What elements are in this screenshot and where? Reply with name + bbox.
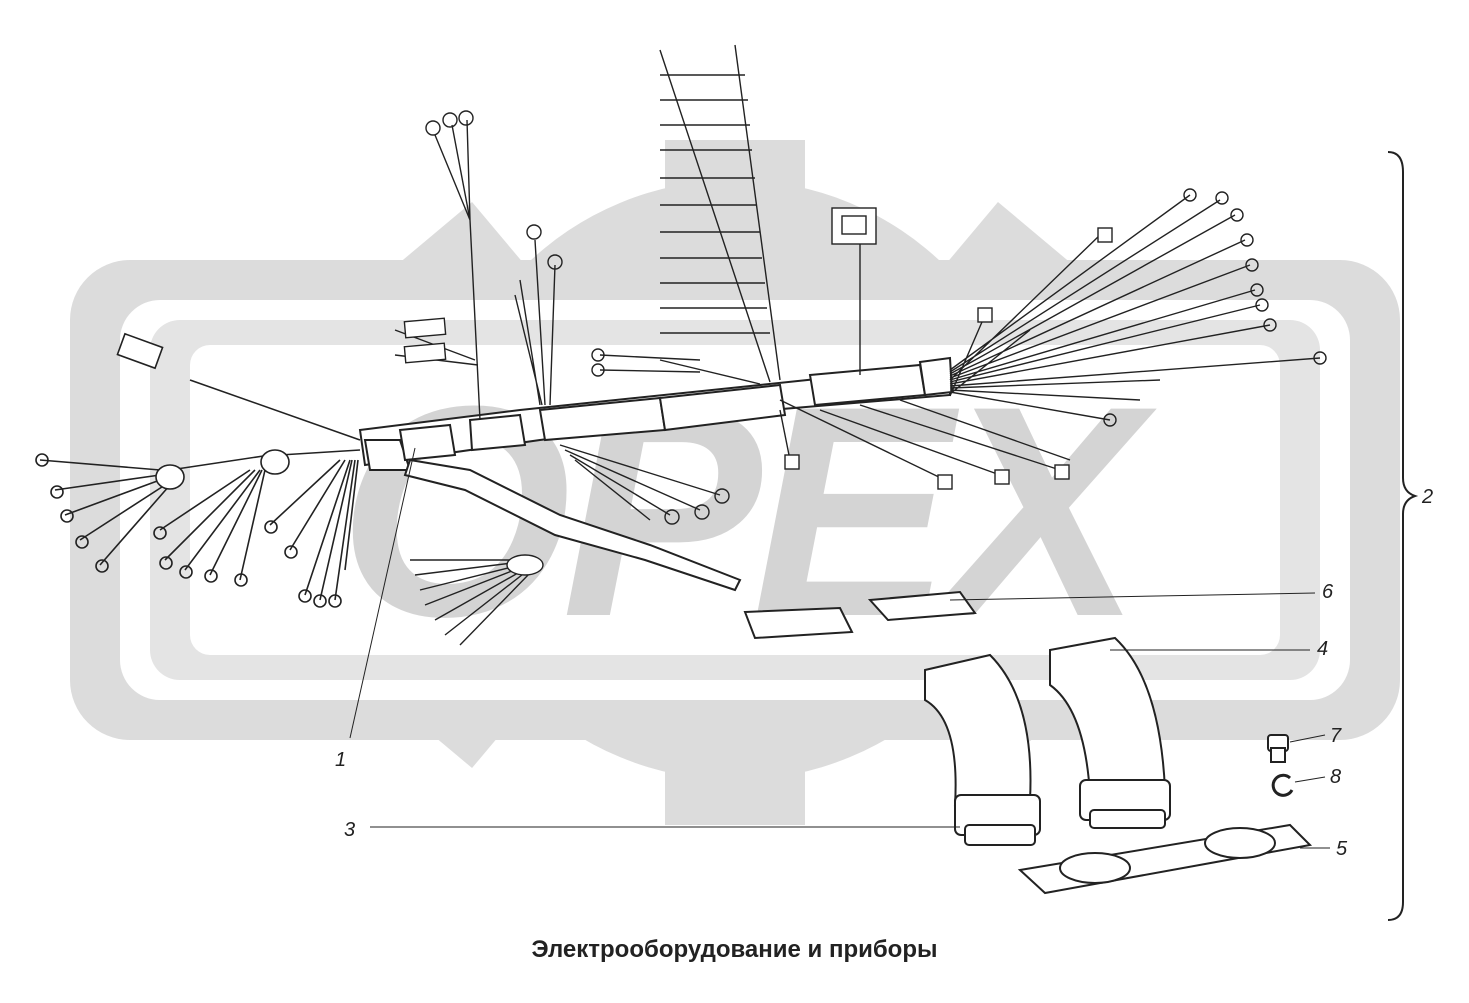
leader-6	[949, 592, 1316, 601]
leader-8	[1294, 776, 1326, 783]
top-branches	[394, 44, 877, 525]
screw	[1267, 734, 1289, 763]
leader-lines	[349, 151, 1419, 921]
bracket-2	[1387, 151, 1419, 921]
pad-b	[867, 590, 977, 622]
callout-4: 4	[1317, 638, 1328, 660]
right-wire-fan	[779, 188, 1327, 490]
pad-a	[743, 606, 854, 640]
callout-8: 8	[1330, 766, 1341, 788]
mounting-plate	[1017, 823, 1313, 895]
lower-wire-bundle	[410, 554, 544, 646]
callout-6: 6	[1322, 581, 1334, 603]
callout-7: 7	[1330, 725, 1342, 747]
figure-caption: Электрооборудование и приборы	[531, 936, 938, 963]
washer	[1271, 773, 1294, 797]
leader-7	[1289, 734, 1326, 743]
callout-2: 2	[1421, 486, 1433, 508]
connector-elbows	[924, 636, 1171, 846]
leader-1	[349, 447, 416, 739]
callout-labels: 1 2 3 4 5 6 7 8	[335, 486, 1433, 860]
callout-3: 3	[344, 819, 355, 841]
left-wire-fan	[35, 332, 361, 608]
callout-1: 1	[335, 749, 346, 771]
callout-5: 5	[1336, 838, 1348, 860]
pads	[743, 590, 977, 640]
